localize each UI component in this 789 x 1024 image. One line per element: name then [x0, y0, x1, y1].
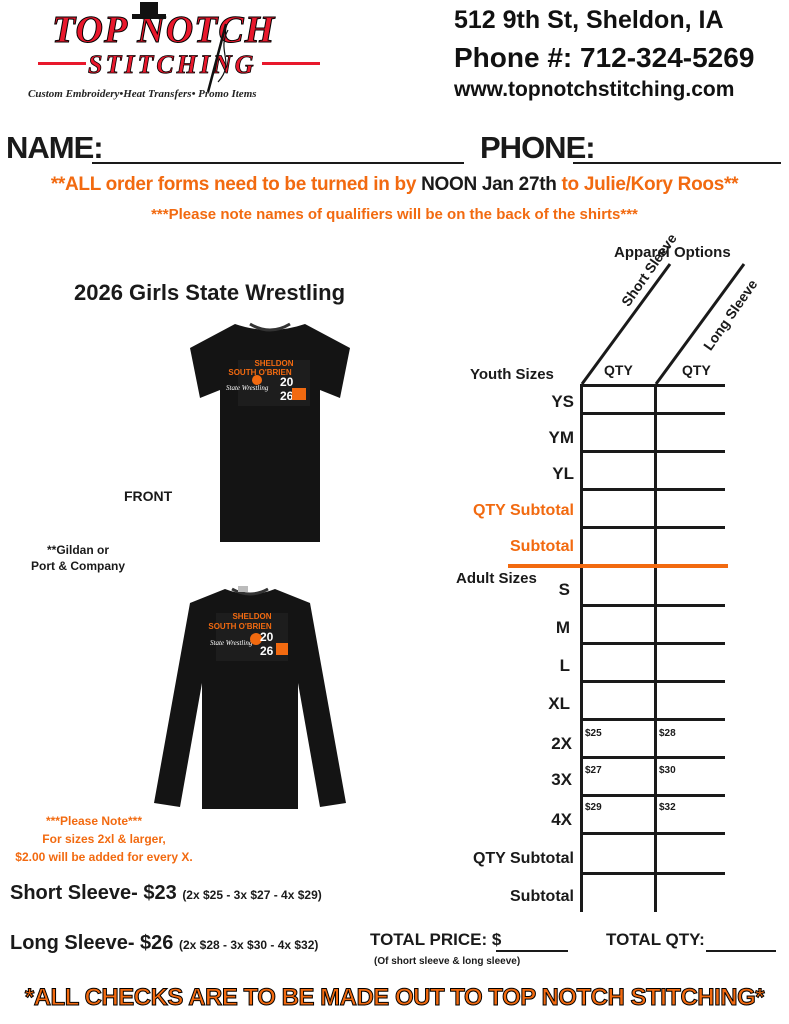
shirt-front-year-a: 20: [280, 375, 294, 389]
row-m: M: [555, 618, 570, 637]
shirt-long-sheldon: SHELDON: [232, 612, 271, 621]
name-field[interactable]: [92, 162, 464, 164]
grid-row-line: [580, 680, 725, 683]
row-l: L: [559, 656, 570, 675]
shirt-long-south-obrien: SOUTH O'BRIEN: [208, 622, 271, 631]
grid-row-line: [580, 412, 725, 415]
total-qty-field[interactable]: [706, 950, 776, 952]
needle-icon: [206, 23, 229, 93]
total-price-field[interactable]: [496, 950, 568, 952]
short-sleeve-extra: (2x $25 - 3x $27 - 4x $29): [182, 888, 322, 902]
row-3x: 3X: [551, 770, 572, 789]
long-sleeve-price: Long Sleeve- $26: [10, 932, 174, 954]
shirt-long-year-b: 26: [260, 644, 274, 658]
front-label: FRONT: [124, 488, 173, 504]
row-xl: XL: [548, 694, 570, 713]
qty-header-long: QTY: [682, 362, 711, 378]
grid-row-line: [580, 794, 725, 797]
price-2x-long: $28: [659, 728, 676, 739]
short-sleeve-price-line: Short Sleeve- $23 (2x $25 - 3x $27 - 4x …: [10, 882, 322, 905]
short-sleeve-price: Short Sleeve- $23: [10, 882, 177, 904]
product-title: 2026 Girls State Wrestling: [74, 280, 346, 305]
logo-tagline: Custom Embroidery•Heat Transfers• Promo …: [28, 88, 257, 100]
adult-sizes-label: Adult Sizes: [456, 570, 537, 587]
grid-row-line: [580, 450, 725, 453]
phone-label: PHONE:: [480, 130, 596, 165]
grid-row-line: [580, 642, 725, 645]
row-4x: 4X: [551, 810, 572, 829]
shirt-front-script: State Wrestling: [226, 384, 269, 392]
grid-row-line: [580, 604, 725, 607]
qualifiers-notice: ***Please note names of qualifiers will …: [151, 206, 638, 223]
price-4x-long: $32: [659, 802, 676, 813]
deadline-notice-a: **ALL order forms need to be turned in b…: [50, 174, 422, 195]
total-qty-label: TOTAL QTY:: [606, 930, 705, 949]
phone-field[interactable]: [573, 162, 781, 164]
brand-note: **Gildan or Port & Company: [30, 543, 125, 573]
price-3x-short: $27: [585, 765, 602, 776]
total-price-note: (Of short sleeve & long sleeve): [374, 956, 521, 967]
deadline-notice: **ALL order forms need to be turned in b…: [0, 174, 789, 196]
grid-row-line: [580, 718, 725, 721]
grid-row-line: [580, 526, 725, 529]
youth-qty-subtotal: QTY Subtotal: [472, 502, 574, 519]
phone-number: Phone #: 712-324-5269: [454, 42, 755, 73]
name-label: NAME:: [6, 130, 104, 165]
youth-divider: [508, 564, 728, 568]
grid-row-line: [580, 872, 725, 875]
table-header-diagonals: [580, 263, 746, 385]
size-note-title: ***Please Note***: [45, 814, 143, 828]
long-sleeve-price-line: Long Sleeve- $26 (2x $28 - 3x $30 - 4x $…: [10, 932, 318, 955]
grid-row-line: [580, 756, 725, 759]
checks-payable-footer: *ALL CHECKS ARE TO BE MADE OUT TO TOP NO…: [24, 984, 765, 1012]
shirt-front-south-obrien: SOUTH O'BRIEN: [228, 368, 291, 377]
short-sleeve-shirt-image: SHELDON SOUTH O'BRIEN State Wrestling 20…: [190, 322, 350, 542]
shirt-front-sheldon: SHELDON: [254, 359, 293, 368]
shirt-long-year-a: 20: [260, 630, 274, 644]
grid-row-line: [580, 488, 725, 491]
size-note-body: For sizes 2xl & larger, $2.00 will be ad…: [15, 832, 193, 864]
grid-vline-mid: [654, 384, 657, 912]
deadline-date: NOON Jan 27th: [421, 174, 557, 195]
row-ym: YM: [548, 428, 575, 447]
hat-icon: [132, 2, 166, 19]
deadline-notice-c: to Julie/Kory Roos**: [556, 174, 739, 195]
adult-subtotal: Subtotal: [510, 888, 574, 905]
grid-vline-left: [580, 384, 583, 912]
row-2x: 2X: [551, 734, 572, 753]
youth-sizes-label: Youth Sizes: [470, 366, 554, 383]
total-price-label: TOTAL PRICE: $: [370, 930, 502, 949]
row-yl: YL: [552, 464, 574, 483]
grid-row-line: [580, 384, 725, 387]
shirt-front-year-b: 26: [280, 389, 294, 403]
qty-header-short: QTY: [604, 362, 633, 378]
youth-subtotal: Subtotal: [510, 538, 574, 555]
shirt-long-script: State Wrestling: [210, 639, 253, 647]
price-3x-long: $30: [659, 765, 676, 776]
grid-row-line: [580, 832, 725, 835]
price-2x-short: $25: [585, 728, 602, 739]
price-4x-short: $29: [585, 802, 602, 813]
logo-rule-left: [38, 62, 86, 65]
website: www.topnotchstitching.com: [454, 78, 735, 101]
long-sleeve-shirt-image: SHELDON SOUTH O'BRIEN State Wrestling 20…: [154, 586, 346, 809]
long-sleeve-extra: (2x $28 - 3x $30 - 4x $32): [178, 938, 319, 952]
row-ys: YS: [551, 392, 574, 411]
adult-qty-subtotal: QTY Subtotal: [472, 850, 574, 867]
logo-rule-right: [262, 62, 320, 65]
apparel-options-header: Apparel Options: [614, 244, 731, 261]
address: 512 9th St, Sheldon, IA: [454, 6, 724, 34]
row-s: S: [558, 580, 570, 599]
